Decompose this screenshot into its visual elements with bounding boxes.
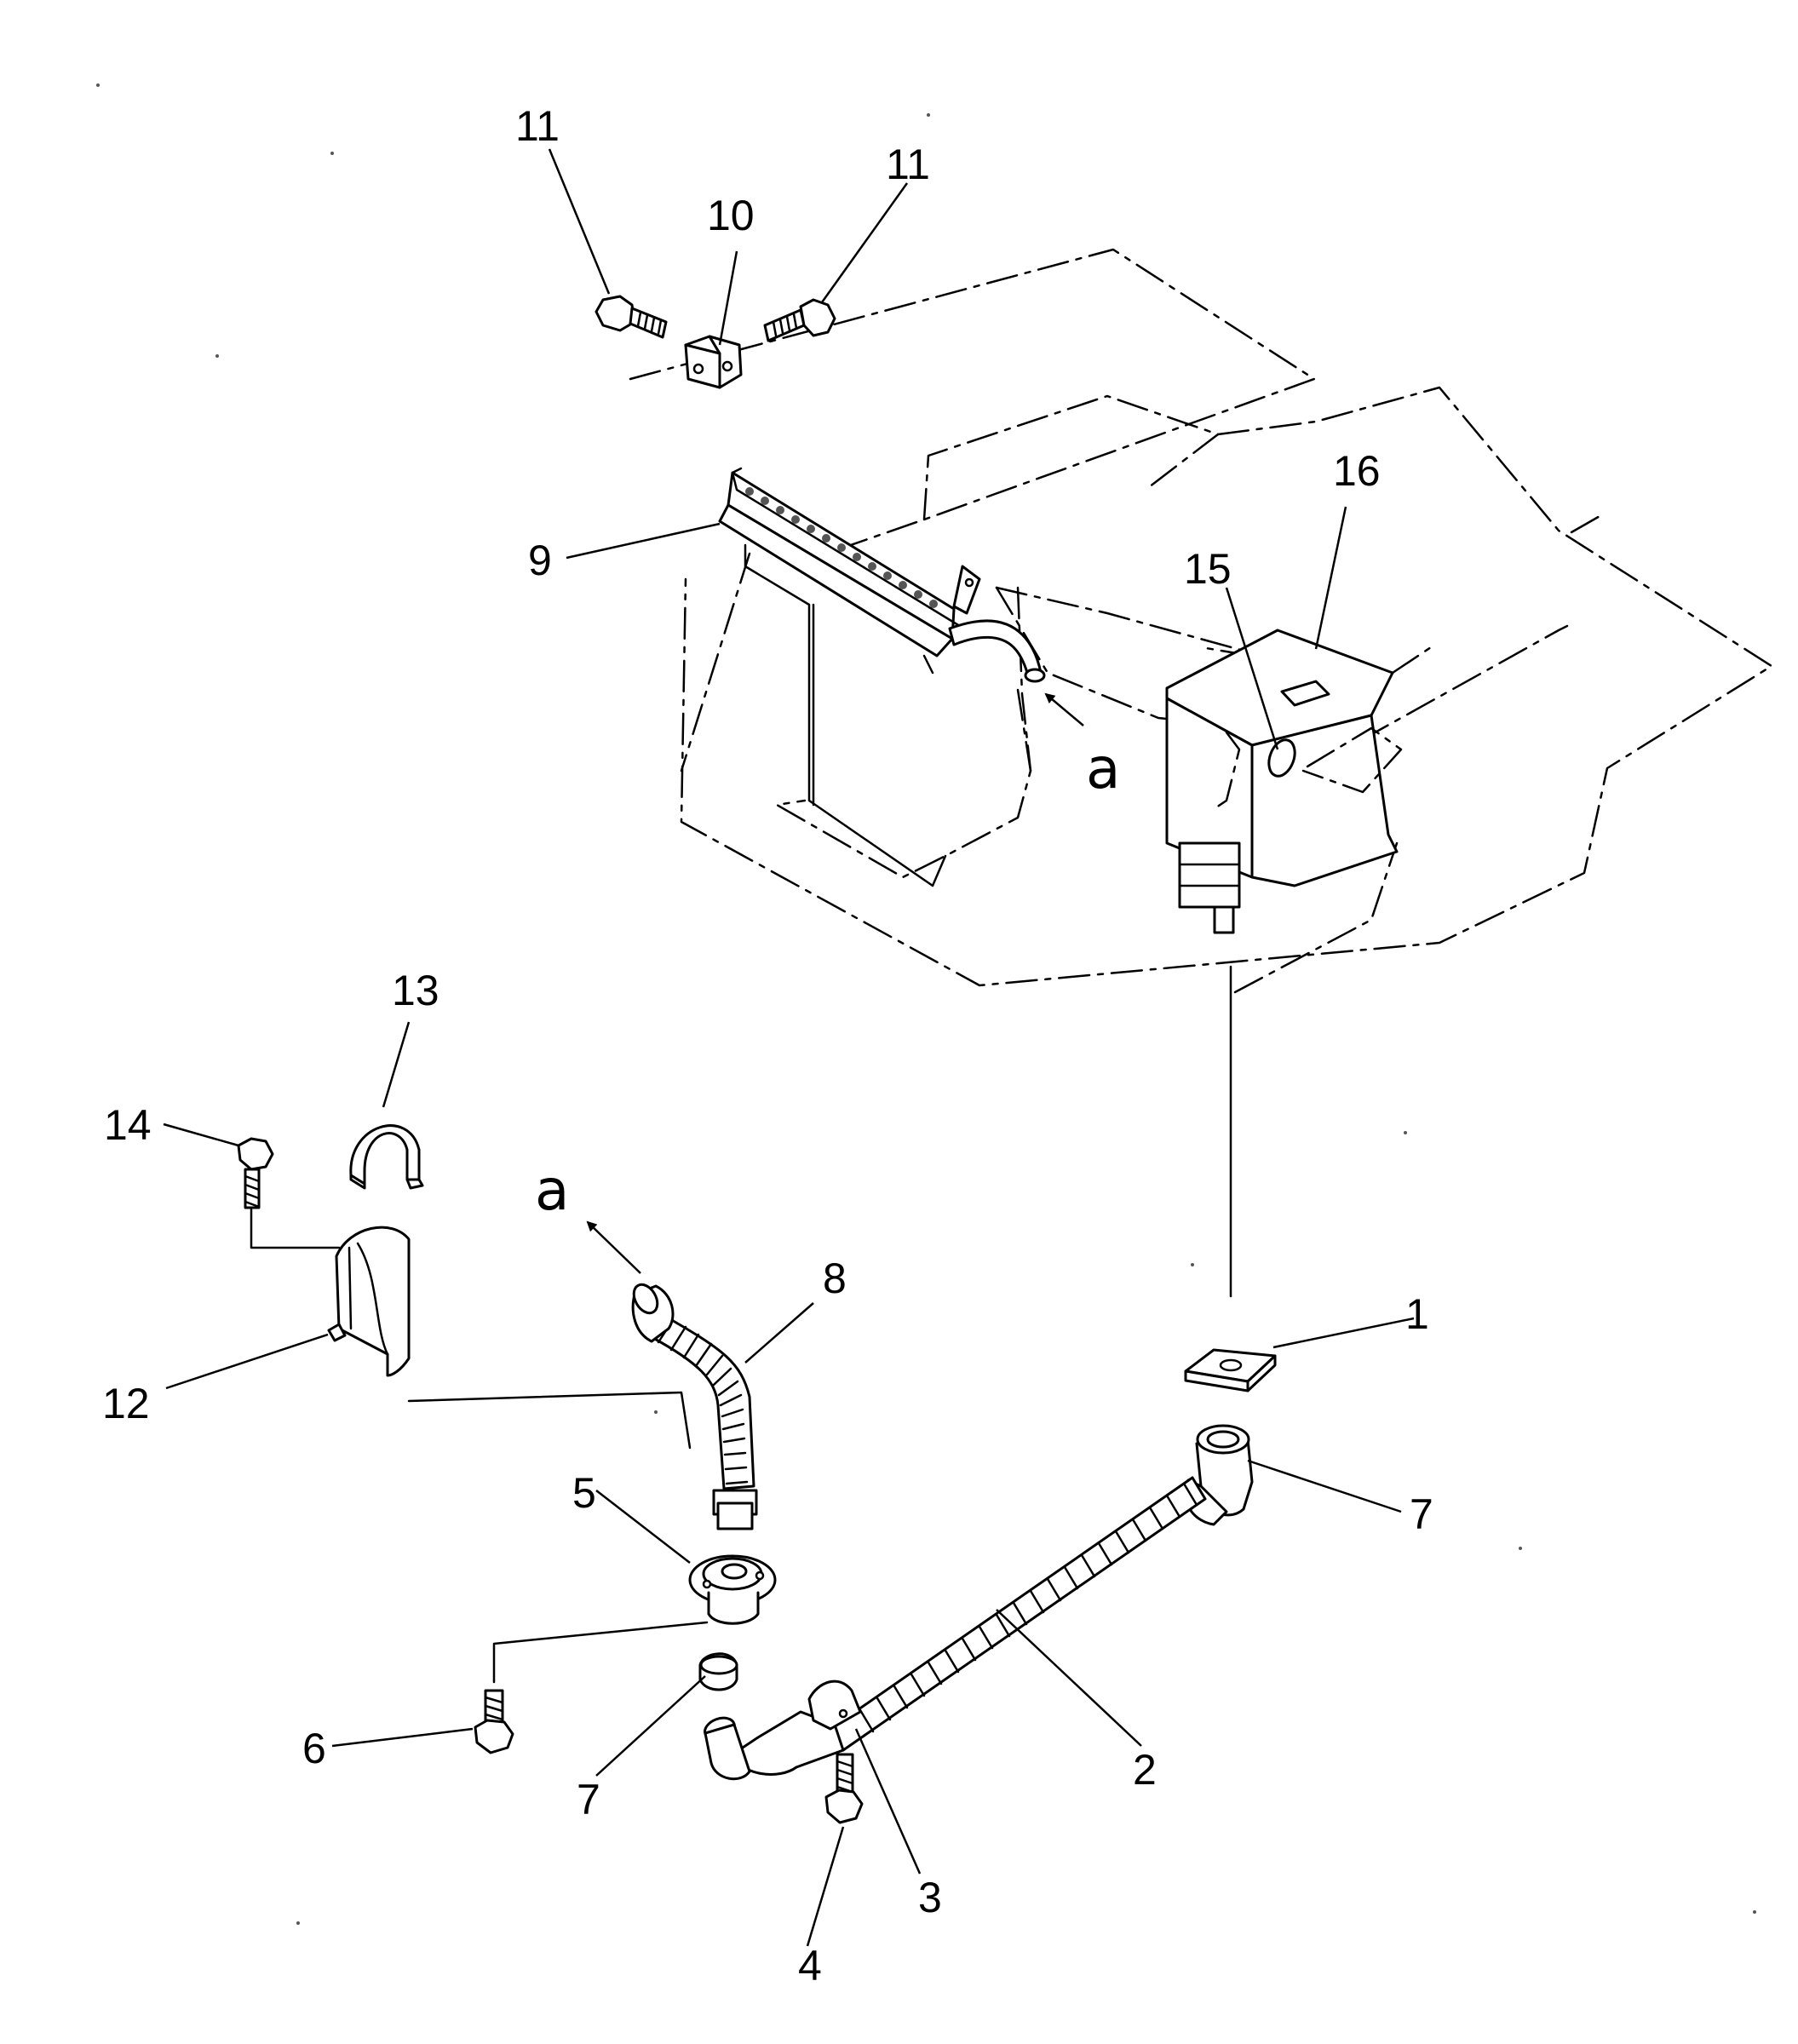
callout-6: 6 [302,1725,326,1772]
bolt-clip [824,1753,864,1824]
hose-clip [807,1679,862,1731]
mounting-bracket [684,335,743,389]
connection-label-a-lower: a [535,1157,569,1223]
callout-11-left: 11 [515,102,560,150]
callout-15: 15 [1184,545,1232,593]
callout-5: 5 [572,1469,596,1517]
scan-specks [96,83,1756,1925]
callout-14: 14 [104,1101,152,1149]
hose-cover [327,1226,411,1377]
callout-7-lower: 7 [577,1776,600,1823]
callout-13: 13 [392,967,439,1014]
washer-nozzle-bar [718,467,1046,887]
bolt-cover [237,1137,274,1209]
hose-band-lower [698,1652,738,1691]
bolt-flange [474,1689,514,1754]
corrugated-hose-long [704,1476,1207,1781]
leader-lines [163,148,1415,1947]
washer-tank [1165,629,1433,1298]
callout-8: 8 [823,1255,847,1302]
callout-3: 3 [918,1874,942,1921]
callout-labels: 1 2 3 4 5 6 7 7 8 9 10 11 11 12 13 14 15… [102,102,1433,1989]
callout-12: 12 [102,1380,150,1427]
assembly-lines [250,1208,709,1684]
callout-10: 10 [707,192,755,239]
bolt-right [763,298,836,342]
callout-1: 1 [1405,1290,1429,1338]
callout-2: 2 [1133,1746,1157,1794]
nozzle-holes [745,487,938,608]
pad-plate [1184,1348,1277,1392]
flange-fitting [688,1554,777,1625]
bolt-left [595,295,668,339]
elbow-fitting-right [1183,1424,1254,1526]
callout-9: 9 [528,537,552,584]
callout-4: 4 [798,1942,822,1989]
connection-label-a-upper: a [1086,736,1120,801]
corrugated-hose-short [631,1283,758,1530]
callout-16: 16 [1333,447,1381,495]
callout-7-right: 7 [1410,1490,1433,1538]
callout-11-right: 11 [886,141,930,188]
u-clamp [349,1124,424,1190]
